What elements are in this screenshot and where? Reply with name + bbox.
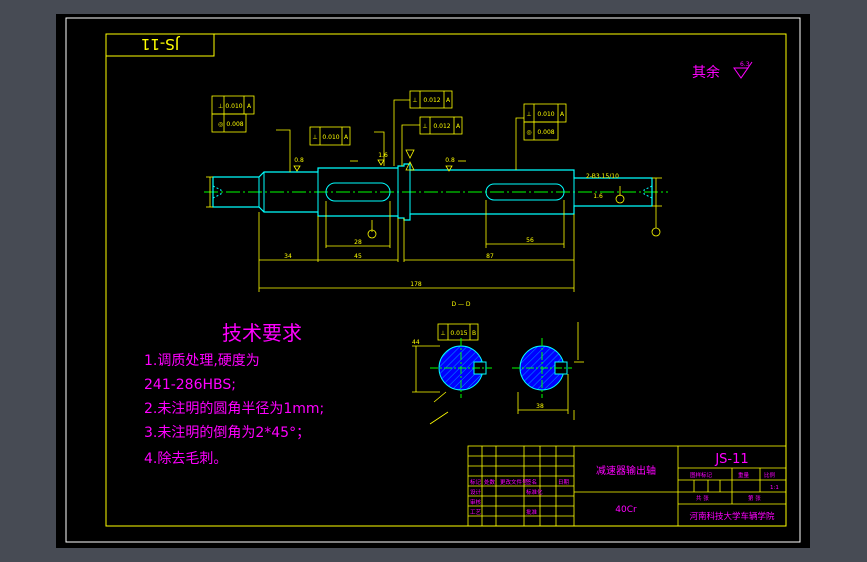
- section-dims: [412, 322, 584, 425]
- shaft-main-view: [204, 163, 668, 221]
- drawing-frame: [105, 33, 787, 527]
- svg-text:第 张: 第 张: [748, 494, 761, 502]
- svg-text:更改文件号: 更改文件号: [500, 478, 528, 486]
- code-stamp: JS-11: [141, 35, 180, 53]
- svg-text:⊥: ⊥: [526, 111, 531, 118]
- section-view-1: [430, 338, 492, 398]
- roughness-a: 0.8: [294, 157, 304, 164]
- svg-text:共 张: 共 张: [696, 494, 709, 502]
- svg-text:工艺: 工艺: [470, 509, 482, 516]
- svg-text:⊥: ⊥: [412, 97, 417, 104]
- svg-text:0.008: 0.008: [537, 129, 554, 136]
- title-block: [467, 445, 787, 527]
- svg-text:1:1: 1:1: [770, 485, 779, 491]
- material: 40Cr: [615, 505, 637, 515]
- section-label: D — D: [451, 301, 470, 308]
- svg-text:0.010: 0.010: [225, 103, 242, 110]
- drawing-sheet: [56, 14, 810, 548]
- dim-total: 178: [410, 281, 422, 288]
- svg-text:⊥: ⊥: [440, 330, 445, 337]
- requirement-line-5: 4.除去毛刺。: [144, 451, 227, 467]
- code-stamp-box: [105, 33, 215, 57]
- dim-right: 87: [486, 253, 494, 260]
- svg-text:⊥: ⊥: [218, 103, 223, 110]
- requirement-line-1: 1.调质处理,硬度为: [144, 353, 260, 369]
- dim-key1: 28: [354, 239, 362, 246]
- section-dim-b: 38: [536, 403, 544, 410]
- dimension-lines: [206, 99, 662, 292]
- requirement-line-4: 3.未注明的倒角为2*45°；: [144, 425, 310, 441]
- svg-text:批准: 批准: [526, 508, 538, 516]
- roughness-symbol-icon: [733, 61, 753, 79]
- svg-text:日期: 日期: [558, 479, 570, 486]
- svg-text:图样标记: 图样标记: [690, 471, 713, 479]
- school-name: 河南科技大学车辆学院: [689, 511, 775, 522]
- title-block-text: 减速器输出轴 JS-11 40Cr 河南科技大学车辆学院 图样标记 重量 比例 …: [470, 452, 779, 522]
- drawing-number: JS-11: [714, 452, 748, 467]
- sheet-border: [65, 17, 801, 543]
- requirements-title: 技术要求: [222, 321, 302, 345]
- svg-text:签名: 签名: [526, 478, 537, 486]
- svg-text:A: A: [247, 103, 252, 110]
- roughness-value: 6.3: [740, 61, 750, 68]
- svg-text:A: A: [446, 97, 451, 104]
- svg-text:设计: 设计: [470, 488, 482, 496]
- svg-text:处数: 处数: [484, 478, 496, 486]
- technical-requirements: 技术要求 1.调质处理,硬度为 241-286HBS; 2.未注明的圆角半径为1…: [144, 321, 324, 467]
- dimension-texts: 34 45 87 28 56 178 0.8 0.8 1.6 1.6: [284, 152, 603, 288]
- svg-text:B: B: [472, 330, 476, 337]
- svg-text:0.010: 0.010: [322, 134, 339, 141]
- svg-text:A: A: [344, 134, 349, 141]
- section-dim-a: 44: [412, 339, 420, 346]
- svg-text:标记: 标记: [470, 478, 482, 486]
- section-view-2: [512, 338, 572, 398]
- requirement-line-3: 2.未注明的圆角半径为1mm;: [144, 401, 324, 417]
- svg-text:⊥: ⊥: [312, 134, 317, 141]
- svg-text:0.008: 0.008: [226, 121, 243, 128]
- roughness-d: 1.6: [593, 193, 603, 200]
- svg-text:◎: ◎: [218, 121, 223, 128]
- svg-text:◎: ◎: [526, 129, 531, 136]
- svg-text:重量: 重量: [738, 471, 750, 479]
- svg-text:A: A: [456, 123, 461, 130]
- svg-text:0.010: 0.010: [537, 111, 554, 118]
- svg-text:⊥: ⊥: [422, 123, 427, 130]
- center-hole-note: 2-B3.15/10: [586, 173, 619, 180]
- roughness-c: 1.6: [378, 152, 388, 159]
- requirement-line-2: 241-286HBS;: [144, 377, 236, 393]
- svg-text:0.015: 0.015: [450, 330, 467, 337]
- svg-text:A: A: [560, 111, 565, 118]
- part-name: 减速器输出轴: [596, 464, 656, 477]
- dim-key2: 56: [526, 237, 534, 244]
- svg-text:0.012: 0.012: [433, 123, 450, 130]
- dim-left1: 34: [284, 253, 292, 260]
- svg-text:0.012: 0.012: [423, 97, 440, 104]
- svg-text:标准化: 标准化: [526, 488, 543, 496]
- svg-text:比例: 比例: [764, 471, 776, 479]
- datum-symbols: [293, 149, 661, 239]
- roughness-b: 0.8: [445, 157, 455, 164]
- svg-text:审核: 审核: [470, 498, 482, 506]
- dim-left2: 45: [354, 253, 362, 260]
- roughness-note: 其余: [692, 64, 720, 81]
